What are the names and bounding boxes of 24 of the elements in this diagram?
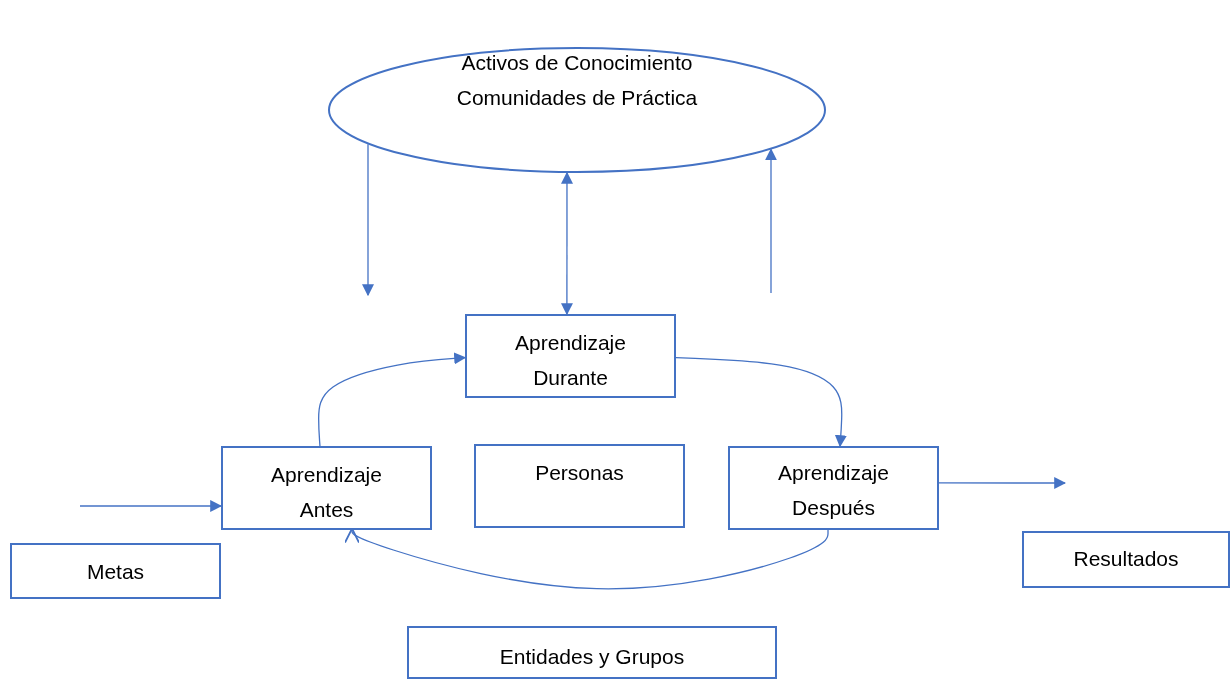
process-box: [1022, 531, 1230, 588]
process-box: [465, 314, 676, 398]
arrow: [765, 148, 777, 294]
process-box: [474, 444, 685, 528]
ellipse-node: [328, 47, 826, 173]
arrow: [938, 477, 1067, 489]
node-label: Entidades y Grupos: [499, 644, 685, 670]
arrow: [362, 143, 374, 297]
node-label: Aprendizaje Durante: [514, 330, 627, 391]
process-box: [728, 446, 939, 530]
node-label: Resultados: [1073, 546, 1179, 572]
node-label: Aprendizaje Antes: [270, 462, 383, 523]
process-box: [10, 543, 221, 599]
arrow: [560, 171, 573, 316]
arrow: [79, 500, 223, 512]
arrow: [675, 357, 847, 448]
node-label: Aprendizaje Después: [777, 460, 890, 521]
node-label: Activos de Conocimiento: [460, 50, 694, 76]
arrow: [318, 352, 467, 447]
node-label: Metas: [86, 559, 145, 585]
node-label: Comunidades de Práctica: [456, 85, 698, 111]
process-box: [221, 446, 432, 530]
node-label: Personas: [535, 460, 624, 486]
process-box: [407, 626, 777, 679]
